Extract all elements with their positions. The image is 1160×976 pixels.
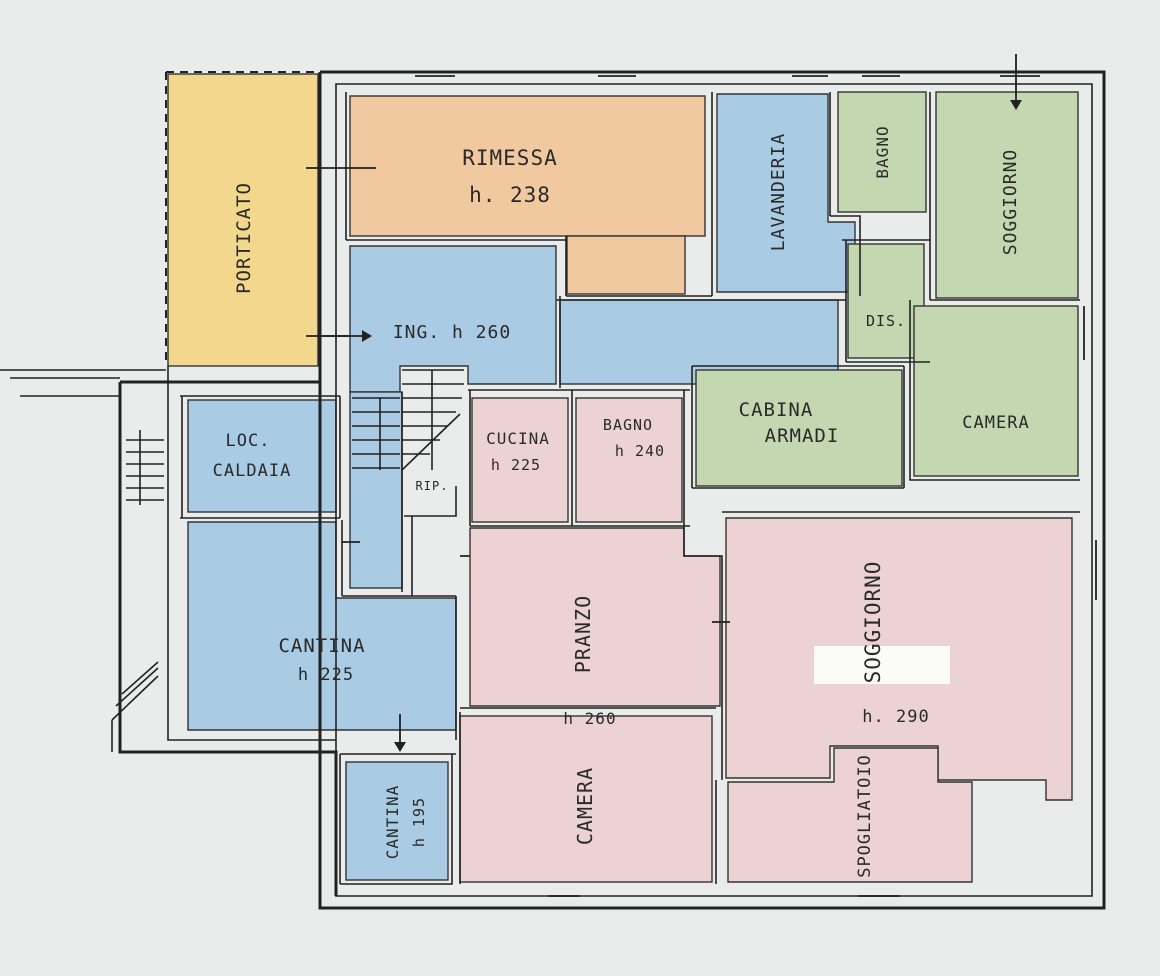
label-soggiorno-big-h: h. 290 [862,707,929,727]
label-rimessa: RIMESSA [462,146,558,170]
label-cantina-small: CANTINA [383,785,402,859]
west-stair [111,430,164,752]
room-cantina-main [187,521,457,731]
label-loc: LOC. [226,431,271,451]
room-spogliatoio [727,747,973,883]
label-dis: DIS. [866,312,906,330]
label-cucina-h: h 225 [491,456,541,474]
room-rimessa-annex [566,235,686,295]
room-cabina-armadi [695,369,903,487]
room-porticato [167,73,319,367]
room-pranzo [469,527,721,707]
door-marks [306,75,1097,897]
label-bagno-top: BAGNO [873,125,892,178]
label-pranzo-h: h 260 [563,709,616,728]
label-cabina: CABINA [739,399,814,421]
label-cucina: CUCINA [486,429,550,448]
label-cantina-main-h: h 225 [298,665,354,685]
inner-outline [335,83,1093,897]
room-rimessa [349,95,706,237]
label-rip: RIP. [416,479,449,493]
room-soggiorno-top [935,91,1079,299]
label-spogliatoio: SPOGLIATOIO [855,754,875,878]
staircase [352,369,464,471]
label-ingresso: ING. h 260 [393,322,511,343]
label-bagno-mid: BAGNO [603,416,653,434]
room-camera-bottom [459,715,713,883]
label-pranzo: PRANZO [571,595,595,673]
west-wing-inner [167,366,336,741]
room-stair-blue [349,391,403,589]
label-porticato: PORTICATO [233,182,255,294]
label-soggiorno-top: SOGGIORNO [1000,149,1021,256]
entry-arrows [320,54,1022,752]
partitions [180,92,1080,885]
room-bagno-top [837,91,927,213]
label-rimessa-h: h. 238 [469,183,551,207]
outer-wall [318,70,1106,910]
room-loc-caldaia [187,399,337,513]
entry-path-lines [0,369,166,397]
label-cantina-main: CANTINA [278,635,365,657]
label-armadi: ARMADI [765,425,840,447]
label-camera-right: CAMERA [962,413,1029,433]
label-lavanderia: LAVANDERIA [768,133,789,251]
porch-dashed-outline [165,71,320,366]
label-caldaia: CALDAIA [213,461,292,481]
room-camera-right [913,305,1079,477]
west-wing-wall [118,380,338,896]
room-cantina-small [345,761,449,881]
label-bagno-mid-h: h 240 [615,442,665,460]
label-patch [814,646,950,684]
room-bagno-mid [575,397,683,523]
label-cantina-small-h: h 195 [410,797,428,847]
room-lavanderia [716,93,856,293]
label-camera-bottom: CAMERA [573,767,597,845]
label-soggiorno-big: SOGGIORNO [861,561,885,684]
room-cucina [471,397,569,523]
